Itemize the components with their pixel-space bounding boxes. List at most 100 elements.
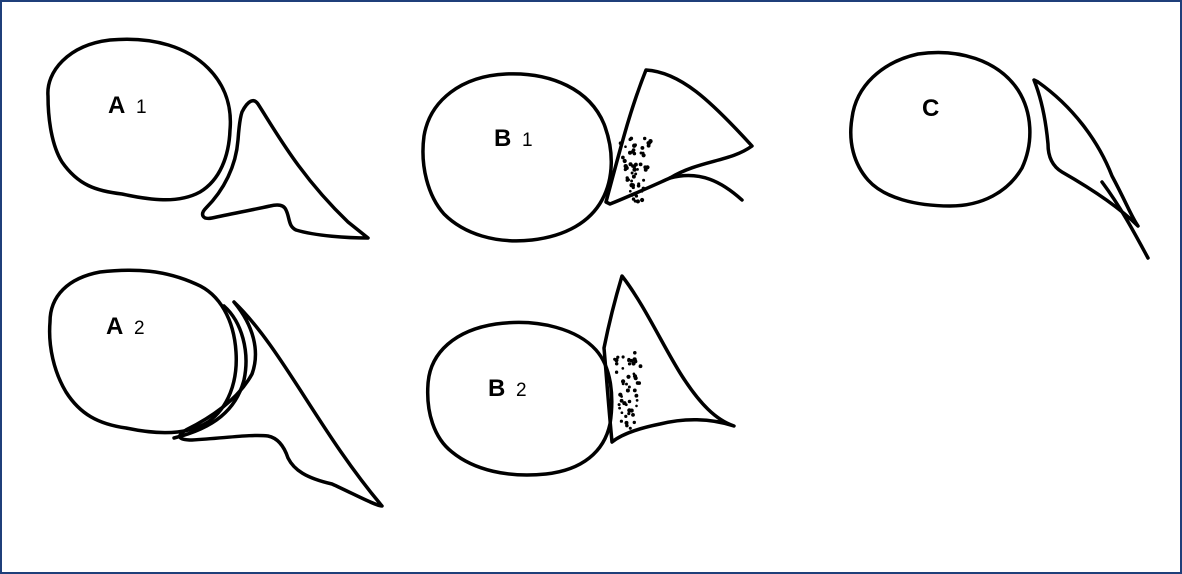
stipple-dot — [617, 403, 621, 407]
panel-b1-subscript: 1 — [522, 130, 533, 151]
stipple-dot — [641, 153, 646, 158]
stipple-dot — [630, 183, 636, 188]
stipple-dot — [631, 413, 635, 417]
panel-b1-head — [421, 72, 613, 243]
stipple-dot — [624, 145, 627, 148]
stipple-dot — [627, 412, 631, 416]
stipple-dot — [635, 399, 639, 402]
stipple-dot — [631, 164, 635, 168]
stipple-dot — [622, 401, 627, 406]
stipple-dot — [633, 351, 637, 355]
stipple-dot — [625, 176, 629, 180]
stipple-dot — [645, 165, 650, 170]
stipple-dot — [620, 411, 624, 415]
stipple-dot — [638, 364, 643, 369]
stipple-dot — [623, 167, 628, 171]
stipple-dot — [636, 168, 639, 171]
panel-a1-socket — [200, 99, 370, 240]
stipple-dot — [646, 143, 651, 148]
panel-c-letter: C — [922, 95, 939, 122]
panel-a2-head — [47, 268, 238, 435]
stipple-dot — [642, 136, 647, 141]
stipple-dot — [616, 355, 620, 359]
panel-b1-stipple — [618, 136, 653, 204]
stipple-dot — [629, 136, 634, 141]
stipple-dot — [639, 151, 643, 155]
stipple-dot — [622, 158, 627, 164]
stipple-dot — [614, 370, 619, 374]
stipple-dot — [627, 399, 632, 404]
stipple-dot — [620, 379, 626, 384]
stipple-dot — [632, 361, 636, 365]
stipple-dot — [619, 419, 624, 423]
stipple-dot — [634, 172, 638, 176]
panel-b1-letter: B — [494, 125, 511, 152]
stipple-dot — [620, 395, 623, 398]
panel-b1-socket — [604, 68, 754, 206]
stipple-dot — [633, 376, 638, 381]
stipple-dot — [641, 186, 646, 191]
panel-c-socket — [1032, 78, 1140, 228]
panel-a1-letter: A — [108, 92, 125, 119]
stipple-dot — [627, 150, 633, 155]
stipple-dot — [631, 174, 636, 179]
stipple-dot — [640, 197, 645, 203]
stipple-dot — [614, 361, 619, 366]
panel-c-head — [849, 50, 1032, 208]
stipple-dot — [625, 423, 629, 428]
stipple-dot — [632, 357, 637, 362]
stipple-dot — [638, 162, 643, 167]
stipple-dot — [635, 404, 638, 408]
panel-a2-socket — [178, 300, 384, 508]
panel-c: C — [849, 50, 1150, 260]
stipple-dot — [627, 357, 631, 362]
panel-a2-letter: A — [106, 313, 123, 340]
stipple-dot — [621, 355, 625, 359]
stipple-dot — [640, 145, 645, 150]
stipple-dot — [635, 199, 640, 204]
stipple-dot — [642, 178, 646, 182]
stipple-dot — [630, 179, 634, 183]
stipple-dot — [625, 388, 630, 393]
panel-a2-cartilage — [172, 304, 248, 440]
stipple-dot — [627, 362, 632, 366]
panel-a2-subscript: 2 — [134, 318, 145, 339]
stipple-dot — [620, 141, 624, 145]
stipple-dot — [633, 143, 637, 147]
panel-c-socket-tail — [1100, 180, 1150, 260]
stipple-dot — [630, 194, 634, 197]
stipple-dot — [613, 357, 617, 361]
stipple-dot — [626, 374, 631, 379]
stipple-dot — [634, 194, 639, 198]
panel-b2-socket — [602, 274, 736, 444]
stipple-dot — [628, 189, 632, 193]
stipple-dot — [634, 393, 639, 398]
panel-a2: A 2 — [47, 268, 384, 508]
panel-b2-subscript: 2 — [516, 380, 527, 401]
stipple-dot — [637, 182, 641, 186]
stipple-dot — [621, 367, 625, 370]
panel-b2-stipple — [613, 351, 643, 430]
stipple-dot — [631, 197, 636, 201]
stipple-dot — [630, 171, 634, 175]
stipple-dot — [628, 426, 632, 430]
stipple-dot — [632, 167, 637, 172]
stipple-dot — [640, 189, 644, 193]
stipple-dot — [632, 420, 636, 425]
stipple-dot — [627, 385, 631, 389]
stipple-dot — [619, 398, 624, 403]
panel-b2-letter: B — [488, 375, 505, 402]
stipple-dot — [624, 420, 629, 425]
stipple-dot — [632, 372, 636, 376]
stipple-dot — [632, 388, 637, 393]
stipple-dot — [625, 382, 628, 386]
panel-b1: B 1 — [421, 68, 754, 243]
stipple-dot — [637, 381, 642, 385]
stipple-dot — [629, 408, 634, 413]
panel-a1-head — [46, 37, 233, 202]
stipple-dot — [633, 162, 638, 167]
stipple-dot — [618, 406, 622, 410]
stipple-dot — [621, 155, 625, 160]
